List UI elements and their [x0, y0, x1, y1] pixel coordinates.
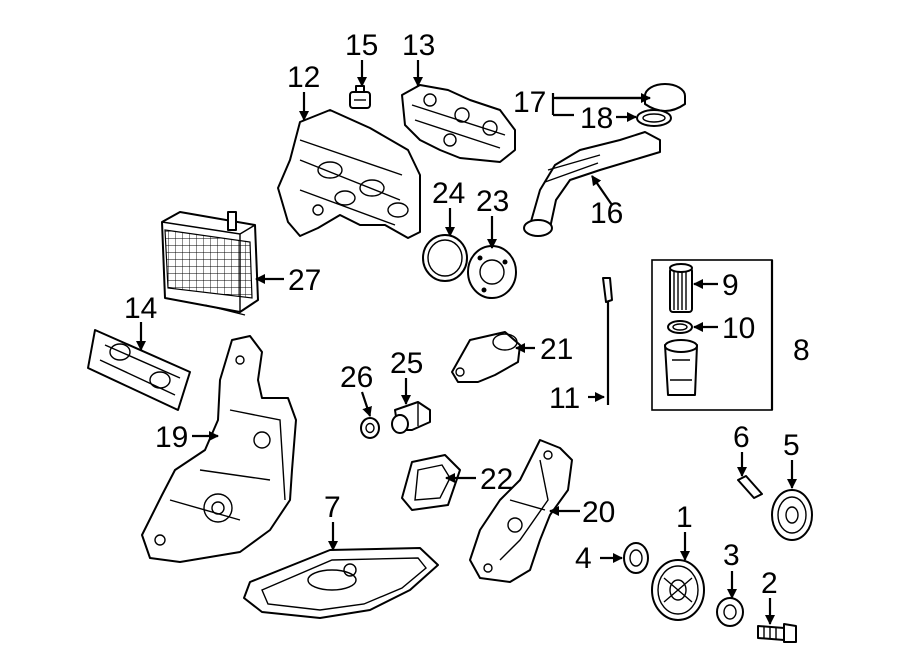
callout-5: 5 [783, 429, 800, 462]
callout-14: 14 [124, 292, 157, 325]
part-10-o-ring[interactable] [667, 320, 693, 334]
part-4-seal[interactable] [623, 542, 649, 574]
part-11-dipstick[interactable] [602, 277, 613, 405]
part-27-oil-cooler[interactable] [161, 211, 259, 316]
part-14-gasket[interactable] [87, 329, 191, 411]
part-7-oil-pan[interactable] [243, 547, 439, 619]
part-23-pump-cover[interactable] [467, 245, 517, 299]
callout-6: 6 [733, 421, 750, 454]
callout-11: 11 [549, 382, 580, 415]
part-26-washer[interactable] [360, 417, 380, 439]
part-15-sensor[interactable] [349, 85, 371, 109]
callout-22: 22 [480, 463, 513, 496]
part-22-gasket[interactable] [401, 454, 461, 511]
part-8-filter-housing[interactable] [664, 339, 698, 396]
callout-20: 20 [582, 496, 615, 529]
callout-4: 4 [575, 542, 592, 575]
part-9-filter-element[interactable] [669, 263, 693, 313]
callout-26: 26 [340, 361, 373, 394]
callout-24: 24 [432, 177, 465, 210]
part-18-cap-seal[interactable] [636, 109, 672, 127]
callout-16: 16 [590, 197, 623, 230]
callout-labels: 1 2 3 4 5 6 7 8 9 10 11 12 13 14 15 16 1… [124, 29, 810, 600]
part-1-crank-pulley[interactable] [651, 559, 705, 621]
callout-23: 23 [476, 185, 509, 218]
part-2-bolt[interactable] [757, 623, 797, 643]
callout-1: 1 [676, 501, 693, 534]
part-17-filler-cap[interactable] [644, 83, 686, 112]
leader-lines [136, 60, 797, 625]
callout-27: 27 [288, 264, 321, 297]
part-12-valve-cover[interactable] [277, 109, 421, 239]
callout-9: 9 [722, 269, 739, 302]
callout-8: 8 [793, 334, 810, 367]
callout-19: 19 [155, 421, 188, 454]
part-20-oil-pump-housing[interactable] [469, 439, 573, 583]
part-3-washer[interactable] [716, 597, 744, 627]
part-24-o-ring[interactable] [422, 234, 468, 282]
part-25-sensor[interactable] [391, 401, 431, 434]
callout-13: 13 [402, 29, 435, 62]
callout-3: 3 [723, 539, 740, 572]
part-13-intake-manifold[interactable] [401, 84, 516, 163]
part-5-pulley[interactable] [771, 489, 813, 541]
callout-2: 2 [761, 567, 778, 600]
callout-15: 15 [345, 29, 378, 62]
part-21-thermostat-housing[interactable] [451, 331, 521, 383]
callout-18: 18 [580, 102, 613, 135]
callout-21: 21 [540, 333, 573, 366]
callout-10: 10 [722, 312, 755, 345]
part-16-filler-tube[interactable] [523, 131, 661, 237]
callout-12: 12 [287, 61, 320, 94]
callout-25: 25 [390, 347, 423, 380]
callout-17: 17 [513, 86, 546, 119]
part-19-timing-cover[interactable] [141, 335, 297, 563]
callout-7: 7 [324, 491, 341, 524]
part-6-pin[interactable] [737, 475, 763, 499]
